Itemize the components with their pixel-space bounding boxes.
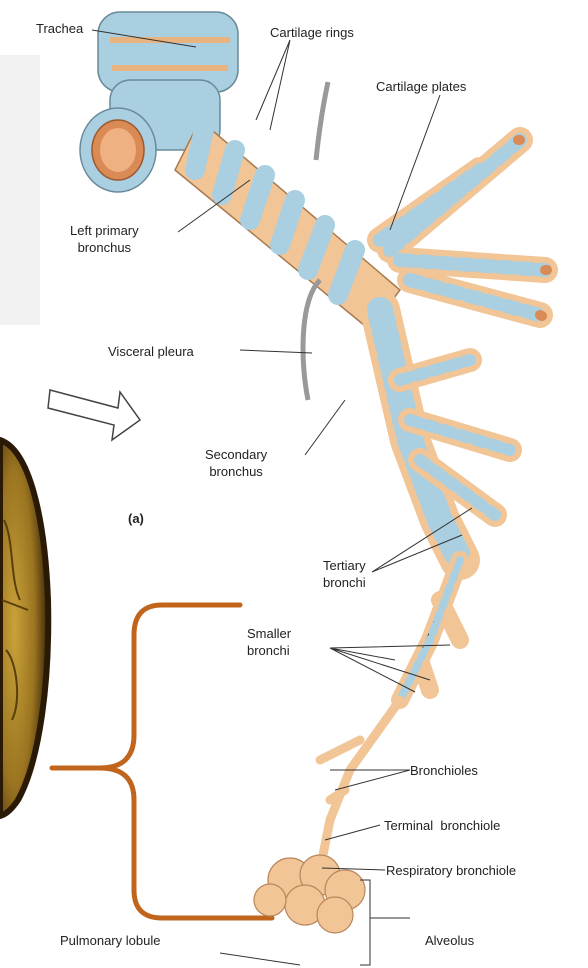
label-left-primary-bronchus-line2: bronchus	[70, 239, 139, 256]
tertiary-bronchi	[400, 560, 460, 700]
secondary-bronchus	[380, 310, 510, 560]
label-pulmonary-lobule: Pulmonary lobule	[60, 932, 160, 949]
bronchioles	[320, 700, 400, 860]
label-tertiary-bronchi-line2: bronchi	[323, 574, 366, 591]
label-left-primary-bronchus-line1: Left primary	[70, 222, 139, 239]
label-cartilage-plates: Cartilage plates	[376, 78, 466, 95]
label-left-primary-bronchus: Left primary bronchus	[70, 222, 139, 256]
label-alveolus: Alveolus	[425, 932, 474, 949]
label-secondary-bronchus-line2: bronchus	[205, 463, 267, 480]
label-cartilage-rings: Cartilage rings	[270, 24, 354, 41]
label-respiratory-bronchiole: Respiratory bronchiole	[386, 862, 516, 879]
lung-micrograph	[0, 440, 48, 816]
label-secondary-bronchus-line1: Secondary	[205, 446, 267, 463]
label-bronchioles: Bronchioles	[410, 762, 478, 779]
label-smaller-bronchi-line1: Smaller	[247, 625, 291, 642]
label-tertiary-bronchi-line1: Tertiary	[323, 557, 366, 574]
direction-arrow	[48, 390, 140, 440]
label-smaller-bronchi: Smaller bronchi	[247, 625, 291, 659]
alveoli-cluster	[254, 855, 365, 933]
label-tertiary-bronchi: Tertiary bronchi	[323, 557, 366, 591]
label-visceral-pleura: Visceral pleura	[108, 343, 194, 360]
label-secondary-bronchus: Secondary bronchus	[205, 446, 267, 480]
label-trachea: Trachea	[36, 20, 83, 37]
label-panel-letter: (a)	[128, 510, 144, 527]
label-terminal-bronchiole: Terminal bronchiole	[384, 817, 500, 834]
background-panel	[0, 55, 40, 325]
lobule-bracket	[52, 605, 272, 918]
label-smaller-bronchi-line2: bronchi	[247, 642, 291, 659]
upper-branches	[380, 140, 547, 316]
